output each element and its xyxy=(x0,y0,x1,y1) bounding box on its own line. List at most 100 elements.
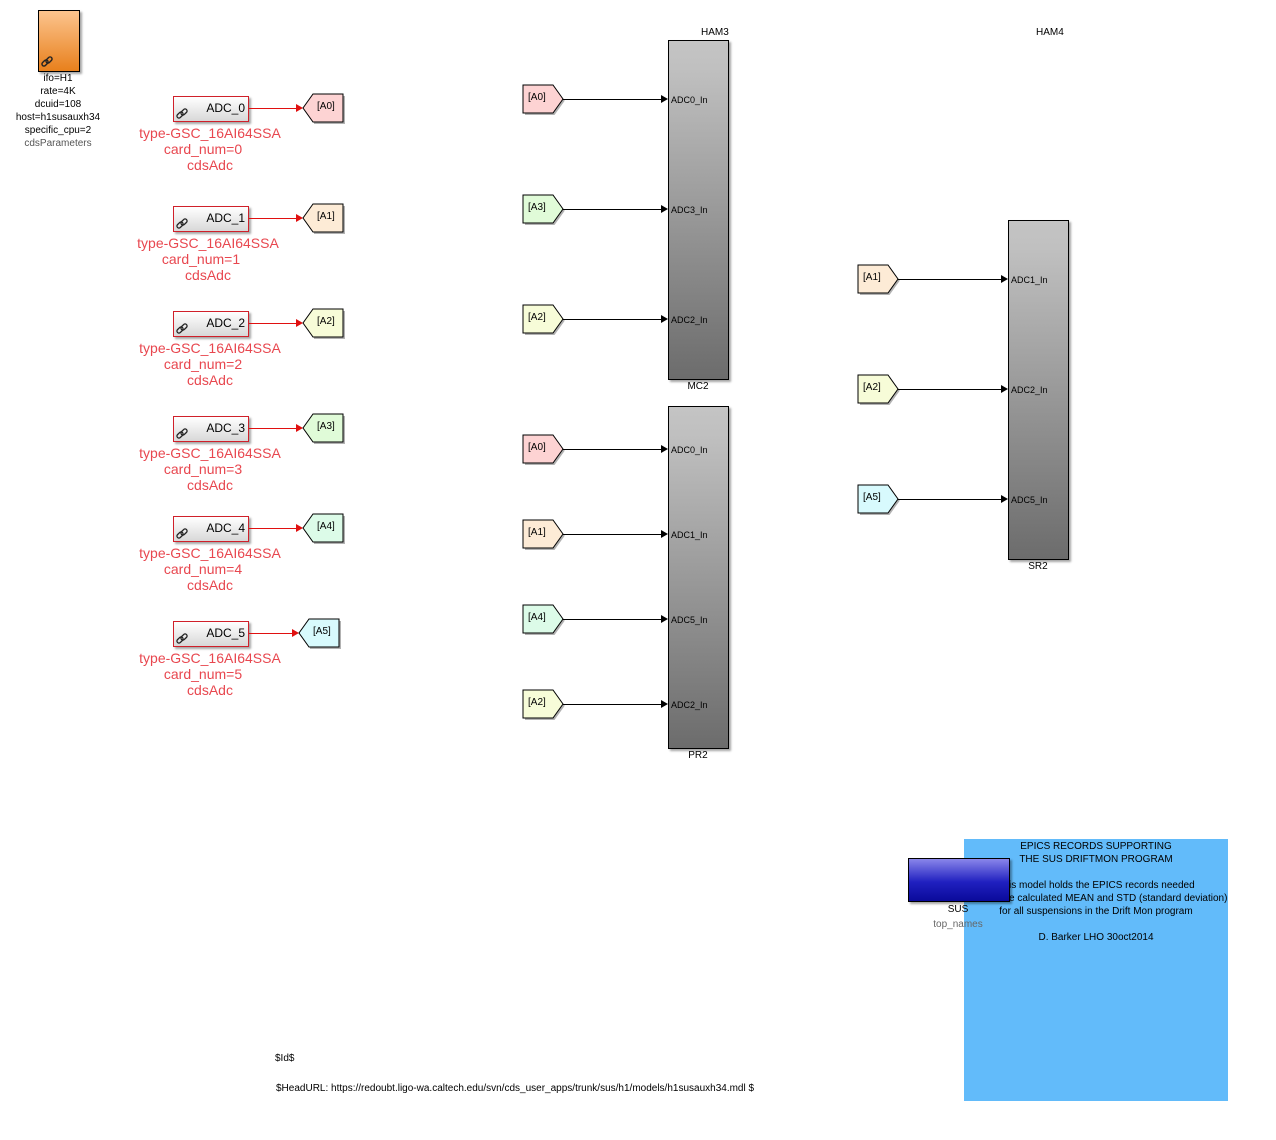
from-tag-label: [A1] xyxy=(528,527,546,538)
from-tag[interactable]: [A0] xyxy=(522,434,565,465)
from-tag-label: [A4] xyxy=(528,612,546,623)
arrow-icon xyxy=(661,700,668,708)
group-label-ham4: HAM4 xyxy=(1036,27,1064,38)
from-tag[interactable]: [A0] xyxy=(522,84,565,115)
goto-tag-label: [A2] xyxy=(317,316,335,327)
port-label: ADC2_In xyxy=(1011,385,1048,395)
from-tag-label: [A2] xyxy=(528,697,546,708)
subsystem-name: PR2 xyxy=(688,750,708,761)
from-tag[interactable]: [A5] xyxy=(857,484,900,515)
adc-block[interactable]: ADC_4 xyxy=(173,516,249,542)
svn-id: $Id$ xyxy=(275,1053,295,1064)
param-line: ifo=H1 xyxy=(43,73,73,84)
subsystem-name: SR2 xyxy=(1028,561,1048,572)
adc-type: type-GSC_16AI64SSA xyxy=(139,125,281,141)
annotation-body-1: This model holds the EPICS records neede… xyxy=(997,880,1195,891)
link-icon xyxy=(176,528,188,539)
adc-card-num: card_num=1 xyxy=(161,251,241,267)
adc-block[interactable]: ADC_3 xyxy=(173,416,249,442)
port-label: ADC0_In xyxy=(671,445,708,455)
arrow-icon xyxy=(296,319,303,327)
cds-parameters-text: ifo=H1 rate=4K dcuid=108 host=h1susauxh3… xyxy=(0,72,116,150)
arrow-icon xyxy=(296,104,303,112)
from-tag[interactable]: [A3] xyxy=(522,194,565,225)
from-tag[interactable]: [A1] xyxy=(857,264,900,295)
from-tag[interactable]: [A2] xyxy=(857,374,900,405)
from-tag-label: [A0] xyxy=(528,92,546,103)
adc-card-num: card_num=4 xyxy=(163,561,243,577)
from-tag-label: [A3] xyxy=(528,202,546,213)
arrow-icon xyxy=(661,445,668,453)
adc-card-num: card_num=3 xyxy=(163,461,243,477)
sus-block-name: SUS xyxy=(947,904,969,915)
goto-tag-label: [A3] xyxy=(317,421,335,432)
link-icon xyxy=(176,323,188,334)
param-line: dcuid=108 xyxy=(34,99,82,110)
adc-card-num: card_num=0 xyxy=(163,141,243,157)
port-label: ADC5_In xyxy=(671,615,708,625)
adc-block[interactable]: ADC_0 xyxy=(173,96,249,122)
adc-annotation: type-GSC_16AI64SSA card_num=3 cdsAdc xyxy=(120,445,300,493)
link-icon xyxy=(176,108,188,119)
from-tag-label: [A2] xyxy=(863,382,881,393)
from-tag[interactable]: [A4] xyxy=(522,604,565,635)
signal-line xyxy=(249,108,296,109)
link-icon xyxy=(176,633,188,644)
signal-line xyxy=(898,279,1001,280)
adc-block[interactable]: ADC_1 xyxy=(173,206,249,232)
goto-tag[interactable]: [A3] xyxy=(302,413,345,444)
arrow-icon xyxy=(661,315,668,323)
port-label: ADC2_In xyxy=(671,700,708,710)
from-tag[interactable]: [A1] xyxy=(522,519,565,550)
adc-block[interactable]: ADC_5 xyxy=(173,621,249,647)
goto-tag-label: [A1] xyxy=(317,211,335,222)
goto-tag-label: [A0] xyxy=(317,101,335,112)
adc-lib: cdsAdc xyxy=(187,682,233,698)
param-line: rate=4K xyxy=(40,86,76,97)
goto-tag-label: [A4] xyxy=(317,521,335,532)
adc-type: type-GSC_16AI64SSA xyxy=(139,340,281,356)
port-label: ADC5_In xyxy=(1011,495,1048,505)
adc-block[interactable]: ADC_2 xyxy=(173,311,249,337)
adc-lib: cdsAdc xyxy=(187,157,233,173)
adc-block-label: ADC_0 xyxy=(206,101,245,115)
adc-annotation: type-GSC_16AI64SSA card_num=1 cdsAdc xyxy=(118,235,298,283)
goto-tag[interactable]: [A1] xyxy=(302,203,345,234)
goto-tag[interactable]: [A2] xyxy=(302,308,345,339)
signal-line xyxy=(563,209,661,210)
adc-lib: cdsAdc xyxy=(187,477,233,493)
signal-line xyxy=(898,389,1001,390)
from-tag-label: [A5] xyxy=(863,492,881,503)
adc-card-num: card_num=2 xyxy=(163,356,243,372)
sus-block-type: top_names xyxy=(933,919,983,930)
arrow-icon xyxy=(1001,385,1008,393)
signal-line xyxy=(249,633,292,634)
goto-tag-label: [A5] xyxy=(313,626,331,637)
link-icon xyxy=(176,428,188,439)
adc-type: type-GSC_16AI64SSA xyxy=(139,545,281,561)
arrow-icon xyxy=(661,95,668,103)
param-line: specific_cpu=2 xyxy=(24,125,92,136)
from-tag[interactable]: [A2] xyxy=(522,689,565,720)
arrow-icon xyxy=(1001,495,1008,503)
cds-parameters-block[interactable] xyxy=(38,10,80,72)
goto-tag[interactable]: [A4] xyxy=(302,513,345,544)
sus-top-names-block[interactable] xyxy=(908,858,1010,902)
annotation-author: D. Barker LHO 30oct2014 xyxy=(1038,932,1154,943)
from-tag-label: [A0] xyxy=(528,442,546,453)
goto-tag[interactable]: [A5] xyxy=(298,618,341,649)
arrow-icon xyxy=(296,524,303,532)
arrow-icon xyxy=(1001,275,1008,283)
adc-type: type-GSC_16AI64SSA xyxy=(139,650,281,666)
link-icon xyxy=(176,218,188,229)
adc-type: type-GSC_16AI64SSA xyxy=(137,235,279,251)
from-tag[interactable]: [A2] xyxy=(522,304,565,335)
adc-annotation: type-GSC_16AI64SSA card_num=5 cdsAdc xyxy=(120,650,300,698)
goto-tag[interactable]: [A0] xyxy=(302,93,345,124)
block-name: cdsParameters xyxy=(24,138,92,149)
arrow-icon xyxy=(296,424,303,432)
arrow-icon xyxy=(296,214,303,222)
